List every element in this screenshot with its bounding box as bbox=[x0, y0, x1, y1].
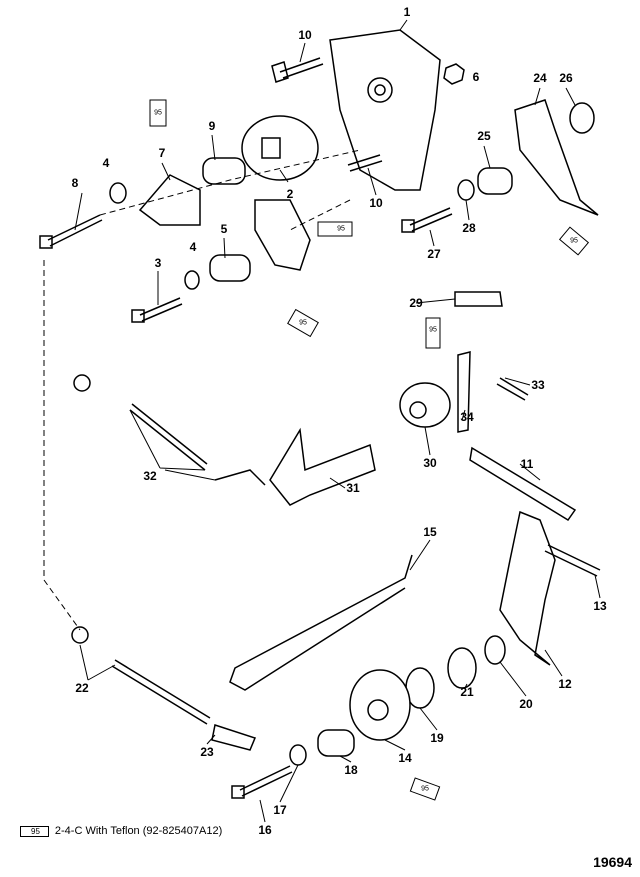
callout-4: 4 bbox=[102, 156, 110, 170]
callout-32: 32 bbox=[143, 469, 157, 483]
bushing-5 bbox=[209, 254, 251, 282]
bolt-10-mid bbox=[347, 154, 383, 172]
callout-24: 24 bbox=[533, 71, 547, 85]
callout-20: 20 bbox=[519, 697, 533, 711]
callout-9: 9 bbox=[208, 119, 216, 133]
callout-18: 18 bbox=[344, 763, 358, 777]
callout-11: 11 bbox=[520, 457, 534, 471]
bushing-9 bbox=[202, 157, 246, 185]
sealant-tube-label: 95 bbox=[429, 326, 437, 334]
sealant-tube-label: 95 bbox=[154, 109, 162, 117]
bracket-34 bbox=[457, 351, 471, 433]
bushing-25 bbox=[477, 167, 513, 195]
callout-23: 23 bbox=[200, 745, 214, 759]
rod-end-32 bbox=[73, 374, 91, 392]
callout-26: 26 bbox=[559, 71, 573, 85]
callout-12: 12 bbox=[558, 677, 572, 691]
callout-22: 22 bbox=[75, 681, 89, 695]
callout-3: 3 bbox=[154, 256, 162, 270]
callout-17: 17 bbox=[273, 803, 287, 817]
bolt-27 bbox=[409, 207, 453, 232]
sealant-tube-icon: 95 bbox=[20, 825, 49, 837]
callout-2: 2 bbox=[286, 187, 294, 201]
sealant-tube-label: 95 bbox=[299, 319, 307, 327]
callout-10: 10 bbox=[298, 28, 312, 42]
callout-14: 14 bbox=[398, 751, 412, 765]
link-rod-32 bbox=[129, 403, 266, 486]
callout-10: 10 bbox=[369, 196, 383, 210]
washer-17 bbox=[289, 744, 307, 766]
washer-28 bbox=[457, 179, 475, 201]
callout-5: 5 bbox=[220, 222, 228, 236]
cam-14 bbox=[349, 669, 411, 741]
sealant-tube-label: 95 bbox=[421, 785, 429, 793]
screw-33 bbox=[496, 377, 529, 401]
bolt-16 bbox=[239, 765, 293, 797]
callout-8: 8 bbox=[71, 176, 79, 190]
legend: 95 2-4-C With Teflon (92-825407A12) bbox=[20, 825, 222, 837]
leader-lines bbox=[74, 19, 601, 823]
assembly-dashed-lines bbox=[43, 149, 361, 631]
clip-29 bbox=[454, 291, 503, 307]
bolt-13 bbox=[544, 544, 601, 577]
sealant-tube-icons bbox=[149, 99, 590, 801]
callout-28: 28 bbox=[462, 221, 476, 235]
callout-1: 1 bbox=[403, 5, 411, 19]
bolt-10-top bbox=[271, 57, 324, 83]
callout-6: 6 bbox=[472, 70, 480, 84]
mounting-plate bbox=[329, 29, 441, 191]
callout-21: 21 bbox=[460, 685, 474, 699]
bolt-3 bbox=[139, 297, 183, 322]
callout-31: 31 bbox=[346, 481, 360, 495]
bushing-18 bbox=[317, 729, 355, 757]
callout-15: 15 bbox=[423, 525, 437, 539]
callout-25: 25 bbox=[477, 129, 491, 143]
callout-33: 33 bbox=[531, 378, 545, 392]
callout-19: 19 bbox=[430, 731, 444, 745]
legend-text: 2-4-C With Teflon (92-825407A12) bbox=[54, 825, 223, 837]
rod-15 bbox=[229, 554, 413, 691]
rod-end-23 bbox=[211, 724, 257, 751]
callout-16: 16 bbox=[258, 823, 272, 837]
rod-end-22 bbox=[71, 626, 89, 644]
link-rod-22 bbox=[111, 659, 211, 725]
washer-20 bbox=[484, 635, 506, 665]
spring-21 bbox=[447, 647, 477, 689]
callout-27: 27 bbox=[427, 247, 441, 261]
figure-number: 19694 bbox=[593, 854, 632, 870]
callout-4: 4 bbox=[189, 240, 197, 254]
callout-7: 7 bbox=[158, 146, 166, 160]
nut-6 bbox=[443, 63, 465, 85]
lever-7 bbox=[138, 174, 201, 226]
lever-12 bbox=[499, 510, 556, 666]
callout-29: 29 bbox=[409, 296, 423, 310]
callout-30: 30 bbox=[423, 456, 437, 470]
sealant-tube-label: 95 bbox=[570, 237, 578, 245]
throttle-lever-24 bbox=[514, 99, 599, 216]
spring-26 bbox=[569, 102, 595, 134]
choke-assembly-31 bbox=[269, 427, 376, 506]
sealant-tube-label: 95 bbox=[337, 225, 345, 233]
bolt-8 bbox=[47, 214, 103, 247]
callout-13: 13 bbox=[593, 599, 607, 613]
link-11 bbox=[469, 446, 577, 522]
washer-4-mid bbox=[184, 270, 200, 290]
washer-4-top bbox=[109, 182, 127, 204]
callout-34: 34 bbox=[460, 410, 474, 424]
lever-5 bbox=[254, 199, 311, 271]
